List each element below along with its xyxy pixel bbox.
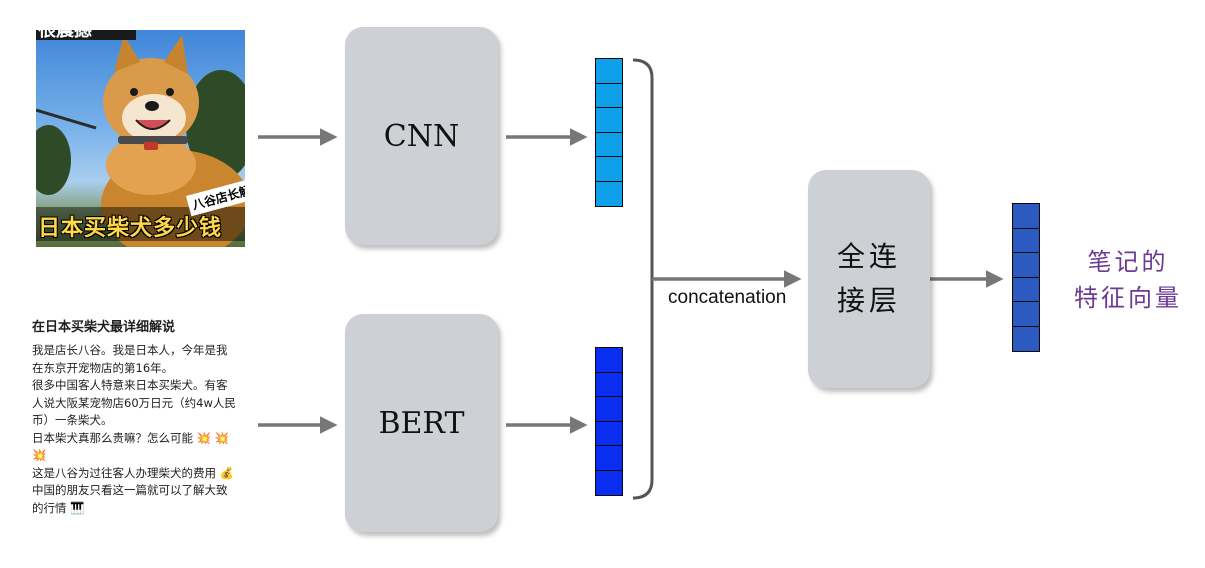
output-label-line1: 笔记的	[1087, 248, 1169, 276]
vector-cell	[1013, 229, 1039, 253]
note-text-line: 很多中国客人特意来日本买柴犬。有客	[32, 378, 228, 392]
note-text-line: 币）一条柴犬。	[32, 413, 113, 427]
bert-feature-vector	[595, 347, 623, 496]
vector-cell	[596, 108, 622, 133]
bert-block: BERT	[345, 314, 498, 532]
shiba-dog-illustration	[36, 35, 245, 247]
note-image: 很震撼 八谷店长解说 日本买柴犬多少钱	[36, 30, 245, 247]
vector-cell	[596, 422, 622, 446]
vector-cell	[596, 133, 622, 157]
tree-shape	[36, 125, 71, 195]
vector-cell	[596, 397, 622, 422]
note-text-line: 日本柴犬真那么贵嘛？怎么可能 💥 💥	[32, 430, 229, 445]
cnn-block: CNN	[345, 27, 498, 245]
caption-backdrop	[36, 207, 245, 241]
vector-cell	[596, 471, 622, 496]
vector-cell	[596, 182, 622, 207]
note-text-line: 这是八谷为过往客人办理柴犬的费用 💰	[32, 465, 234, 480]
vector-cell	[1013, 302, 1039, 327]
vector-cell	[596, 84, 622, 108]
fully-connected-block: 全连 接层	[808, 170, 930, 388]
vector-cell	[1013, 327, 1039, 352]
note-text-line: 中国的朋友只看这一篇就可以了解大致	[32, 483, 228, 497]
vector-cell	[596, 157, 622, 182]
note-text-line: 我是店长八谷。我是日本人，今年是我	[32, 343, 228, 357]
vector-cell	[1013, 253, 1039, 278]
vector-cell	[596, 373, 622, 397]
note-text-line: 人说大阪某宠物店60万日元（约4w人民	[32, 395, 236, 410]
image-top-badge: 很震撼	[38, 30, 92, 41]
vector-cell	[596, 348, 622, 373]
vector-cell	[596, 59, 622, 84]
fc-label-line2: 接层	[836, 284, 901, 317]
vector-cell	[596, 446, 622, 471]
vector-cell	[1013, 278, 1039, 302]
vector-cell	[1013, 204, 1039, 229]
cnn-feature-vector	[595, 58, 623, 207]
concat-bracket	[632, 58, 654, 500]
output-label: 笔记的 特征向量	[1068, 244, 1188, 316]
cnn-label: CNN	[383, 118, 460, 154]
image-main-caption: 日本买柴犬多少钱	[38, 216, 223, 241]
output-feature-vector	[1012, 203, 1040, 352]
fc-label-line1: 全连	[836, 240, 901, 273]
concatenation-label: concatenation	[668, 287, 787, 308]
bert-label: BERT	[378, 405, 465, 441]
top-strip	[36, 30, 136, 40]
note-title: 在日本买柴犬最详细解说	[32, 320, 176, 335]
note-text-line: 在东京开宠物店的第16年。	[32, 360, 174, 375]
output-label-line2: 特征向量	[1074, 284, 1182, 312]
note-text-line: 的行情 🎹	[32, 500, 85, 515]
note-text-line: 💥	[32, 448, 47, 462]
note-text: 在日本买柴犬最详细解说 我是店长八谷。我是日本人，今年是我 在东京开宠物店的第1…	[32, 318, 254, 517]
